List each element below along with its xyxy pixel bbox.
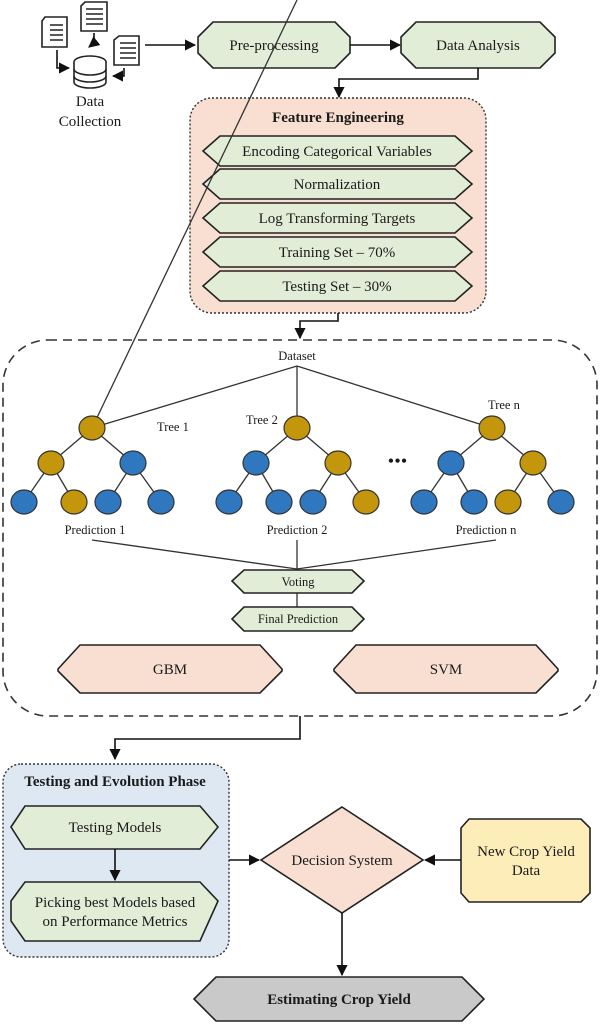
svm-label: SVM [430,662,463,678]
feature-engineering-title: Feature Engineering [272,110,404,126]
flow-arrow [333,68,479,99]
picking-models-box[interactable]: Picking best Models based on Performance… [10,881,219,942]
connector-line [91,365,298,429]
tree-node-blue [147,489,175,515]
feature-step[interactable]: Log Transforming Targets [201,202,474,234]
preprocessing-label: Pre-processing [229,38,319,54]
tree-node-blue [215,489,243,515]
prediction-label: Prediction n [456,523,518,537]
ellipsis-more-trees: ••• [388,453,408,470]
tree-node-blue [299,489,327,515]
tree-node-blue [547,489,575,515]
voting-box[interactable]: Voting [230,569,366,594]
tree-node-gold [494,489,522,515]
flow-arrow [294,313,339,340]
tree-node-gold [37,450,65,476]
flow-arrow [109,716,301,761]
picking-models-label: Picking best Models based [35,895,196,911]
estimating-crop-yield-box[interactable]: Estimating Crop Yield [192,976,486,1022]
database-icon [73,55,107,89]
svm-model-box[interactable]: SVM [333,644,559,694]
feature-step[interactable]: Testing Set – 30% [201,270,474,302]
final-prediction-label: Final Prediction [258,612,339,626]
data-collection-label: Data [76,94,105,110]
document-icon [80,1,108,32]
tree-node-blue [10,489,38,515]
testing-models-label: Testing Models [69,820,162,836]
tree-node-blue [94,489,122,515]
connector-line [91,0,298,429]
tree-node-blue [437,450,465,476]
feature-step-label: Normalization [294,177,381,193]
tree-node-gold [60,489,88,515]
feature-step[interactable]: Normalization [201,168,474,200]
feature-step[interactable]: Encoding Categorical Variables [201,135,474,167]
tree-node-blue [242,450,270,476]
tree-node-blue [265,489,293,515]
connector-line [91,539,298,570]
tree-node-gold [478,415,506,441]
gbm-label: GBM [153,662,187,678]
testing-phase-title: Testing and Evolution Phase [24,774,206,790]
prediction-label: Prediction 2 [267,523,328,537]
tree-node-blue [410,489,438,515]
tree-node-gold [324,450,352,476]
data-analysis-label: Data Analysis [436,38,520,54]
data-collection-icon [41,1,140,89]
tree-node-blue [119,450,147,476]
preprocessing-box[interactable]: Pre-processing [197,21,351,69]
final-prediction-box[interactable]: Final Prediction [230,606,366,632]
new-data-label: Data [512,863,541,879]
feature-step-label: Testing Set – 30% [282,279,391,295]
feature-step-label: Encoding Categorical Variables [242,144,432,160]
testing-models-box[interactable]: Testing Models [10,805,220,850]
document-icon [41,16,68,48]
decision-system-diamond[interactable]: Decision System [259,806,425,914]
estimating-crop-yield-label: Estimating Crop Yield [267,992,411,1008]
decision-trees [10,415,575,515]
tree-node-gold [352,489,380,515]
picking-models-label: on Performance Metrics [43,914,188,930]
feature-step-label: Log Transforming Targets [259,211,416,227]
data-analysis-box[interactable]: Data Analysis [400,21,556,69]
dataset-label: Dataset [278,349,316,363]
tree-node-gold [519,450,547,476]
tree-label: Tree n [488,398,521,412]
gbm-model-box[interactable]: GBM [57,644,283,694]
document-icon [113,35,140,66]
feature-step-label: Training Set – 70% [279,245,396,261]
new-data-label: New Crop Yield [477,844,575,860]
new-crop-yield-data-box[interactable]: New Crop Yield Data [460,818,591,903]
voting-label: Voting [281,575,315,589]
tree-node-blue [460,489,488,515]
connector-line [296,539,497,570]
tree-label: Tree 1 [157,420,189,434]
tree-node-gold [283,415,311,441]
tree-label: Tree 2 [246,413,278,427]
data-collection-label: Collection [59,114,122,130]
feature-step[interactable]: Training Set – 70% [201,236,474,268]
prediction-label: Prediction 1 [65,523,126,537]
connector-line [296,365,493,429]
tree-node-gold [78,415,106,441]
decision-system-label: Decision System [291,853,393,869]
